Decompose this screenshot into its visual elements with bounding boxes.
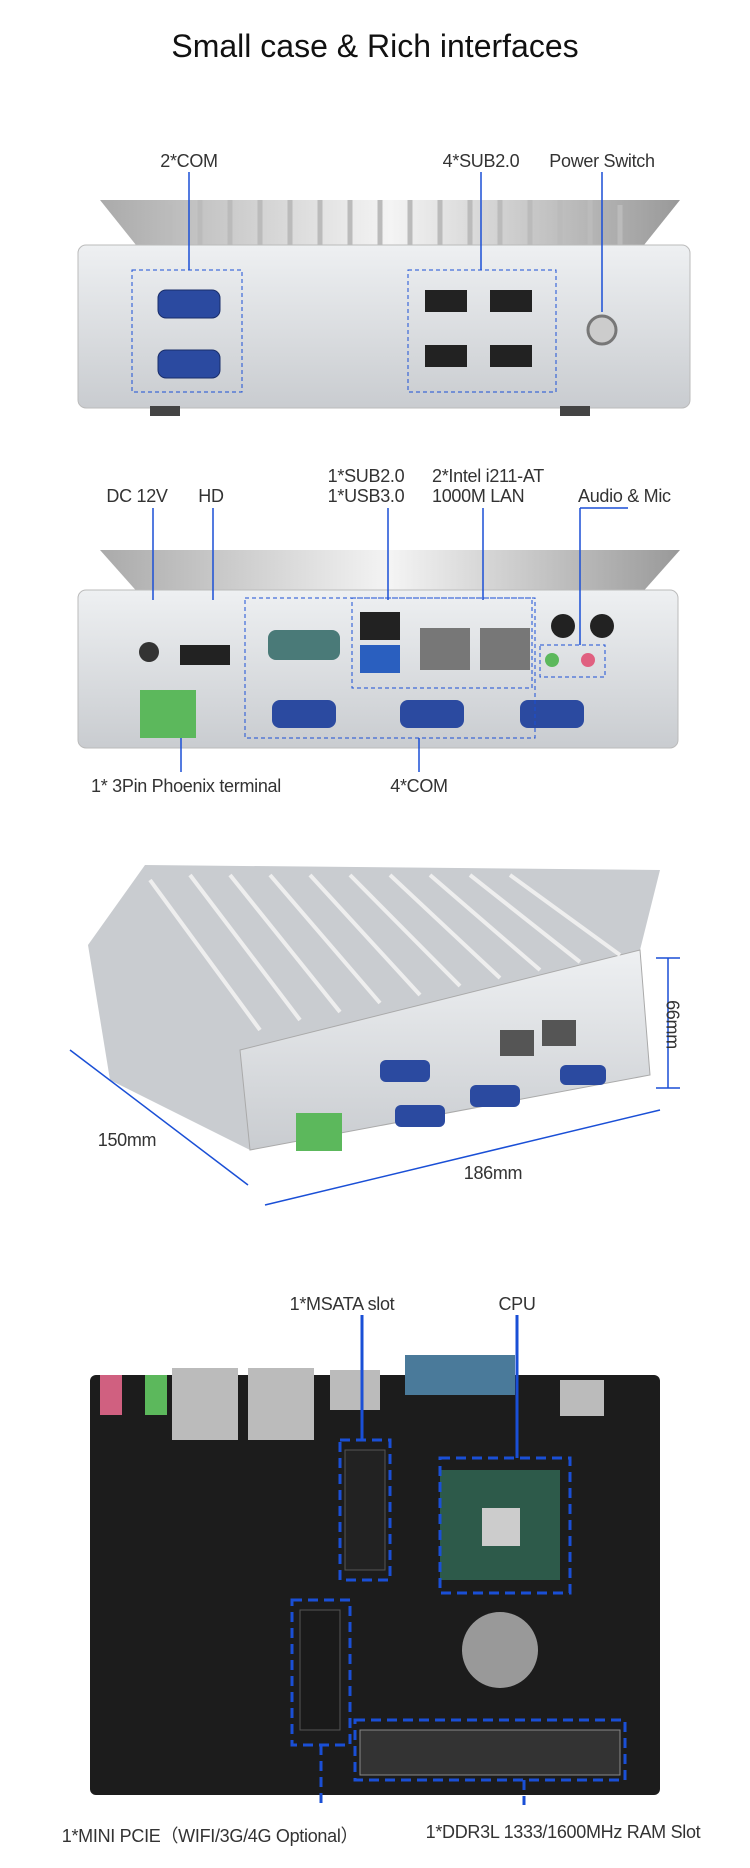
label-mini-pcie: 1*MINI PCIE（WIFI/3G/4G Optional） xyxy=(61,1826,359,1846)
label-ram-slot: 1*DDR3L 1333/1600MHz RAM Slot xyxy=(425,1822,701,1842)
label-1000m-lan: 1000M LAN xyxy=(432,486,525,506)
label-power-switch: Power Switch xyxy=(549,151,655,171)
label-4-com: 4*COM xyxy=(390,776,448,796)
dimension-depth: 150mm xyxy=(97,1130,157,1150)
label-4-usb: 4*SUB2.0 xyxy=(442,151,520,171)
label-hd: HD xyxy=(198,486,224,506)
label-msata: 1*MSATA slot xyxy=(289,1294,395,1314)
motherboard-image xyxy=(90,1315,660,1805)
label-usb3: 1*USB3.0 xyxy=(327,486,405,506)
label-usb2: 1*SUB2.0 xyxy=(327,466,405,486)
page-title: Small case & Rich interfaces xyxy=(171,28,579,64)
label-cpu: CPU xyxy=(498,1294,536,1314)
label-2-com: 2*COM xyxy=(160,151,218,171)
case-3d-image xyxy=(69,865,680,1206)
label-audio-mic: Audio & Mic xyxy=(578,486,671,506)
dimension-width: 186mm xyxy=(463,1163,523,1183)
label-intel-lan: 2*Intel i211-AT xyxy=(432,466,544,486)
label-phoenix-terminal: 1* 3Pin Phoenix terminal xyxy=(91,776,281,796)
rear-case-image xyxy=(77,507,680,772)
front-case-image xyxy=(77,172,691,416)
label-dc-12v: DC 12V xyxy=(106,486,168,506)
dimension-height: 66mm xyxy=(662,1000,683,1049)
